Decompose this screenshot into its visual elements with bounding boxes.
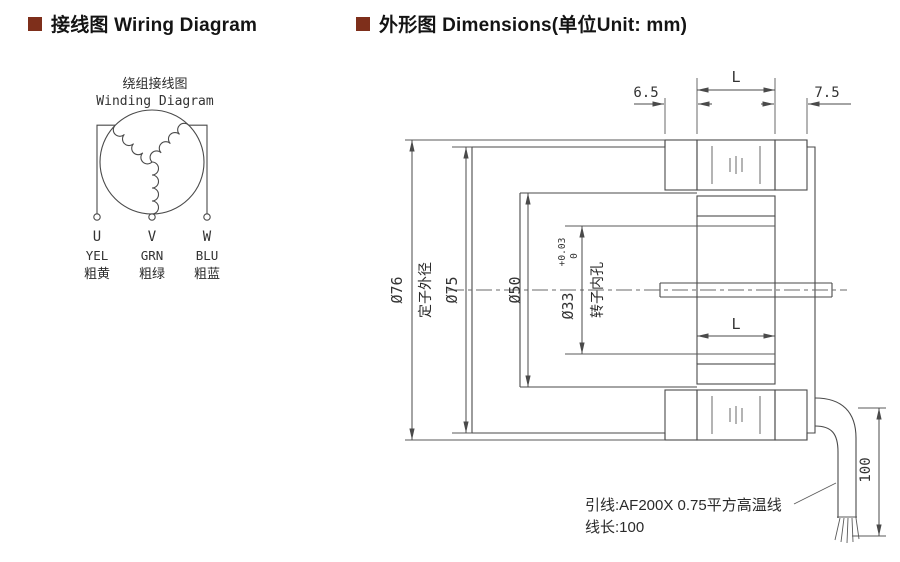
wire-code-u: YEL xyxy=(86,248,109,263)
dim-text-d33-tol-upper: +0.03 xyxy=(557,238,568,267)
terminal-id-u: U xyxy=(93,229,101,245)
wire-code-v: GRN xyxy=(141,248,164,263)
coil-u xyxy=(112,124,153,165)
wire-color-cn-v: 粗绿 xyxy=(139,266,165,281)
dim-text-6-5: 6.5 xyxy=(633,85,658,101)
winding-stack-bottom xyxy=(696,389,776,441)
lead-note-leader xyxy=(793,482,837,505)
lead-wire-strands xyxy=(834,516,860,544)
lead-wire-inner xyxy=(814,425,839,518)
dim-text-d50: Ø50 xyxy=(506,276,524,303)
terminal-id-v: V xyxy=(148,229,157,245)
dim-text-L-mid: L xyxy=(731,315,740,333)
lead-wire-u xyxy=(96,124,116,214)
lead-note-line2: 线长:100 xyxy=(585,519,644,536)
dim-text-d33: Ø33 xyxy=(559,292,577,319)
wire-color-cn-w: 粗蓝 xyxy=(194,266,220,281)
dim-text-od75: Ø75 xyxy=(443,276,461,303)
lead-wire xyxy=(793,397,860,544)
rotor-hole-33-edges xyxy=(565,225,775,355)
end-block-bottom-right xyxy=(774,389,808,441)
dim-text-od76: Ø76 xyxy=(388,276,406,303)
winding-diagram: 绕组接线图 Winding Diagram U V W YEL GRN BLU xyxy=(84,76,220,281)
wiring-section-header: 接线图 Wiring Diagram xyxy=(28,10,257,37)
winding-title-cn: 绕组接线图 xyxy=(122,76,187,91)
winding-title-en: Winding Diagram xyxy=(96,94,214,109)
lamination-lines-bottom xyxy=(711,396,761,434)
lamination-lines-top xyxy=(711,146,761,184)
dim-text-L-top: L xyxy=(731,68,740,86)
lead-note-line1: 引线:AF200X 0.75平方高温线 xyxy=(585,497,782,514)
terminal-id-w: W xyxy=(203,229,212,245)
wire-color-cn-u: 粗黄 xyxy=(84,266,110,281)
dimensions-section-header: 外形图 Dimensions(单位Unit: mm) xyxy=(356,10,687,37)
magnet-top xyxy=(696,195,776,217)
end-block-top-right xyxy=(774,139,808,191)
lead-wire-outer xyxy=(814,397,857,518)
dimension-drawing: L 6.5 7.5 Ø76 定子外径 Ø75 Ø50 Ø33 +0.03 0 转… xyxy=(388,68,886,544)
winding-stack-top xyxy=(696,139,776,191)
wire-code-w: BLU xyxy=(196,248,219,263)
end-block-bottom-left xyxy=(664,389,698,441)
rotor-side-faces xyxy=(696,216,776,364)
coil-w xyxy=(149,122,190,163)
magnet-bottom xyxy=(696,363,776,385)
lead-wire-w xyxy=(188,124,208,214)
label-rotor-hole: 转子内孔 xyxy=(589,262,605,318)
terminal-w xyxy=(203,213,211,221)
wiring-section-title: 接线图 Wiring Diagram xyxy=(51,15,258,36)
coil-v xyxy=(151,161,160,215)
dim-text-d33-tol-lower: 0 xyxy=(569,253,580,259)
section-bullet-icon xyxy=(28,16,42,31)
dim-text-7-5: 7.5 xyxy=(814,85,839,101)
dimensions-section-title: 外形图 Dimensions(单位Unit: mm) xyxy=(379,15,688,36)
end-block-top-left xyxy=(664,139,698,191)
terminal-u xyxy=(93,213,101,221)
dim-text-lead-length: 100 xyxy=(858,457,874,482)
section-bullet-icon xyxy=(356,16,370,31)
terminal-v xyxy=(148,213,156,221)
label-stator-od: 定子外径 xyxy=(417,262,433,318)
shaft xyxy=(659,282,833,298)
